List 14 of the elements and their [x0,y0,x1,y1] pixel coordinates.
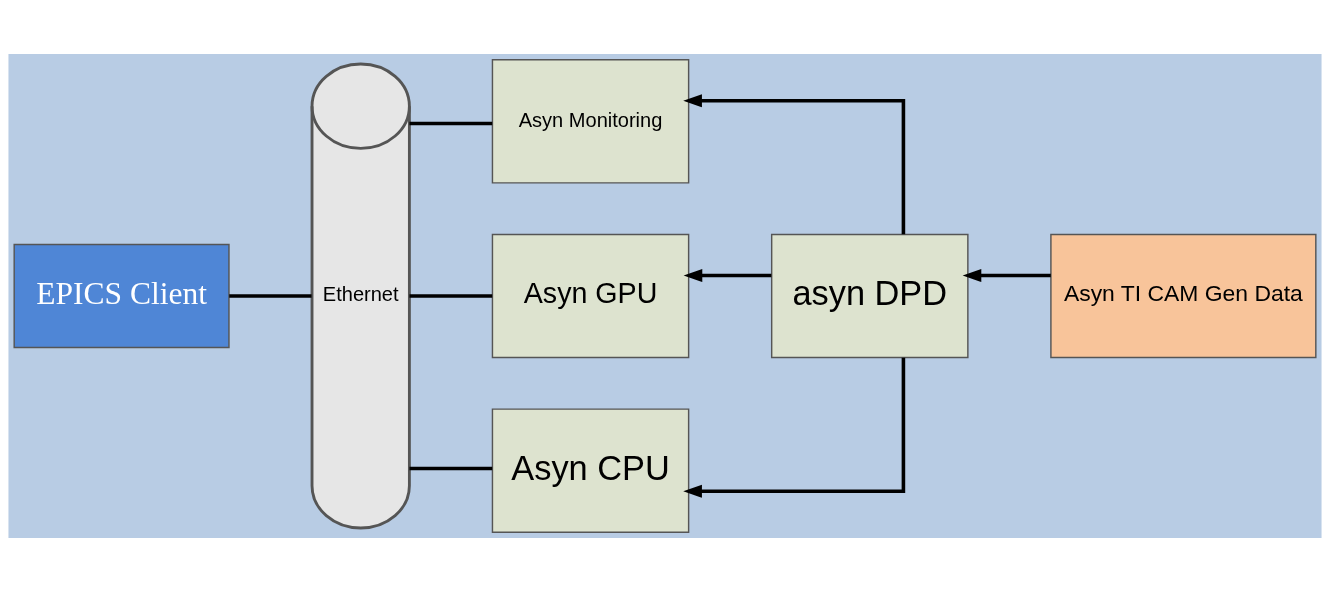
connector [409,466,493,471]
node-box: EPICS Client [13,243,230,349]
node-box: asyn DPD [770,233,969,359]
node-box: Asyn TI CAM Gen Data [1050,233,1317,359]
node-box: Asyn GPU [491,233,690,359]
arrow [962,268,1051,282]
node-box: Asyn CPU [491,408,690,533]
arrow [683,94,906,235]
node-box: Asyn Monitoring [491,59,690,184]
connector [229,294,312,298]
connector [409,121,493,126]
arrow [683,357,906,498]
arrow [683,268,772,282]
connector [409,294,493,298]
